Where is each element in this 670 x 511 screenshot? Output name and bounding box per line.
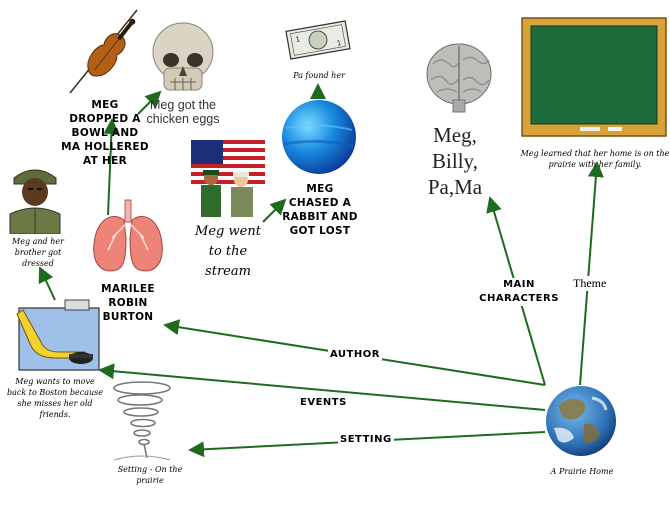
theme-edge-label: Theme — [571, 276, 609, 291]
meg-brother-dressed-text: Meg and her brother got dressed — [12, 237, 64, 268]
stream-to-planet-arrow — [262, 198, 287, 223]
meg-chased-rabbit-text: MEG CHASED A RABBIT AND GOT LOST — [282, 183, 358, 237]
violin-icon — [69, 9, 138, 94]
blue-planet-icon — [282, 100, 356, 174]
hockey-icon — [16, 299, 100, 371]
events-arrow — [98, 363, 546, 411]
tornado-icon — [113, 381, 171, 461]
events-edge-label: EVENTS — [298, 397, 349, 408]
event-text: Meg wants to move back to Boston because… — [7, 377, 103, 419]
dollar-bill-icon: 1 1 — [285, 20, 351, 60]
hockey-to-soldier-arrow — [38, 266, 56, 301]
meg-went-stream-text: Meg went to the stream — [195, 224, 261, 279]
meg-dropped-bowl-text: MEG DROPPED A BOWL AND MA HOLLERED AT HE… — [61, 99, 149, 167]
theme-arrow — [579, 161, 604, 386]
lungs-to-violin-arrow — [103, 118, 120, 216]
theme-text: Meg learned that her home is on the prai… — [520, 149, 670, 169]
setting-edge-label: SETTING — [338, 434, 394, 445]
setting-text: Setting - On the prairie — [117, 465, 183, 485]
pa-found-her-text: Pa found her — [293, 71, 345, 80]
chalkboard-icon — [521, 17, 667, 137]
brain-icon — [426, 43, 492, 113]
center-text: A Prairie Home — [550, 467, 614, 476]
meg-got-eggs-text: Meg got the chicken eggs — [146, 98, 220, 126]
main-characters-names-text: Meg, Billy, Pa,Ma — [427, 123, 483, 199]
svg-text:1: 1 — [336, 39, 342, 48]
soldier-icon — [9, 169, 61, 234]
earth-icon — [546, 386, 616, 456]
skull-icon — [152, 22, 214, 91]
svg-text:1: 1 — [295, 35, 301, 44]
author-edge-label: AUTHOR — [328, 349, 382, 360]
lungs-icon — [93, 199, 163, 272]
main-characters-edge-label: MAIN CHARACTERS — [476, 278, 562, 306]
flag-soldiers-icon — [191, 140, 265, 217]
violin-to-skull-arrow — [137, 90, 162, 115]
author-name-text: MARILEE ROBIN BURTON — [101, 283, 155, 323]
